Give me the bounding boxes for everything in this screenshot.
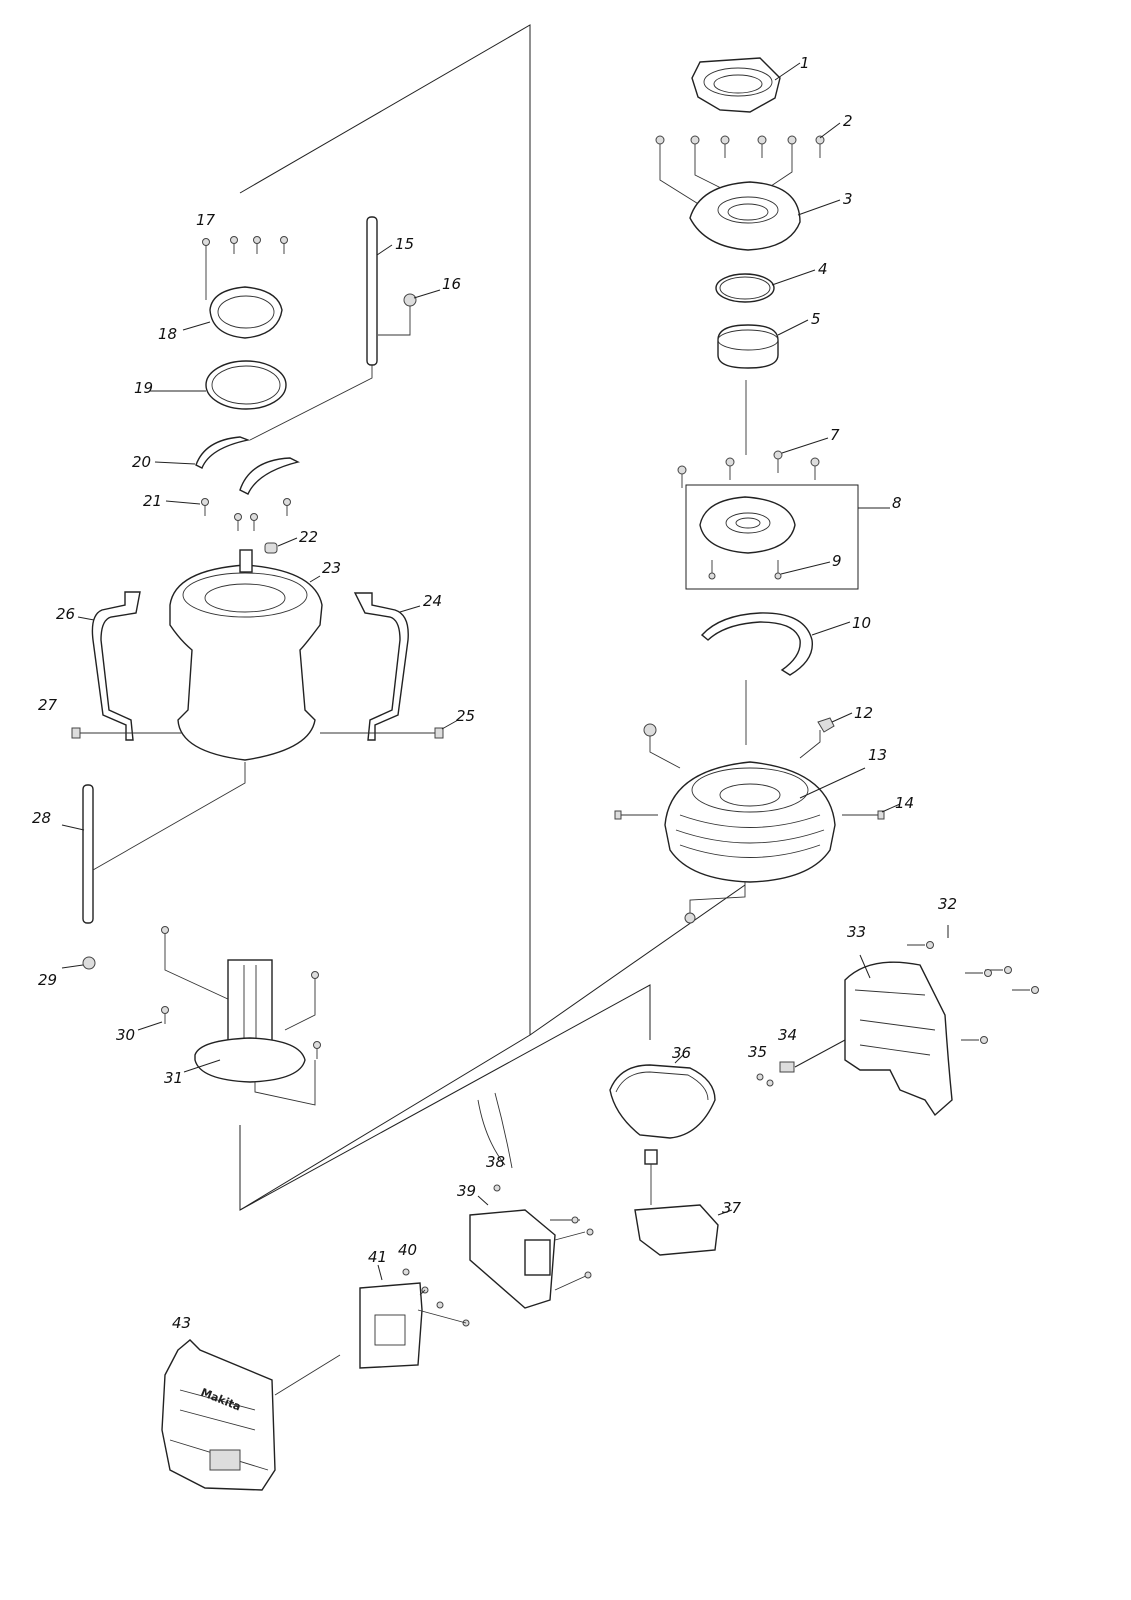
part-1-cover — [691, 57, 801, 113]
part-38-screw — [493, 1184, 501, 1192]
part-label-23: 23 — [322, 559, 341, 577]
part-label-10: 10 — [852, 614, 871, 632]
part-8-assembly-box — [685, 484, 890, 590]
part-37-switch-module — [634, 1149, 733, 1256]
part-23-lamp-body — [169, 549, 323, 761]
part-label-38: 38 — [486, 1153, 505, 1171]
part-label-41: 41 — [368, 1248, 387, 1266]
assembly-guide-lines — [239, 24, 746, 1211]
part-label-2: 2 — [843, 112, 853, 130]
part-label-12: 12 — [854, 704, 873, 722]
part-label-37: 37 — [722, 1199, 742, 1217]
part-17-screws — [202, 236, 288, 300]
part-22-plug — [264, 537, 298, 554]
part-14-side-screws — [614, 803, 901, 820]
part-label-16: 16 — [442, 275, 461, 293]
part-30-screws — [137, 926, 321, 1059]
part-9-pins — [708, 560, 831, 580]
part-label-8: 8 — [892, 494, 902, 512]
part-labels: 1 2 3 4 5 7 8 9 10 12 13 14 15 16 17 18 … — [32, 54, 957, 1332]
part-label-39: 39 — [457, 1182, 476, 1200]
part-label-4: 4 — [818, 260, 828, 278]
part-label-26: 26 — [56, 605, 75, 623]
part-34-bracket — [779, 1039, 846, 1073]
part-label-29: 29 — [38, 971, 57, 989]
part-2-screws — [655, 122, 841, 206]
part-25-27-side-screws — [71, 719, 459, 739]
part-label-21: 21 — [143, 492, 162, 510]
part-label-3: 3 — [843, 190, 853, 208]
part-19-ring-gasket — [150, 360, 287, 410]
part-label-14: 14 — [895, 794, 914, 812]
part-label-17: 17 — [196, 211, 216, 229]
part-5-lens — [717, 319, 809, 369]
part-33-rear-housing — [844, 954, 953, 1117]
part-label-40: 40 — [398, 1241, 417, 1259]
part-15-rod — [249, 216, 393, 441]
part-29-screw — [61, 956, 96, 970]
part-41-control-panel — [359, 1264, 423, 1369]
part-39-pcb-module — [469, 1092, 594, 1309]
part-43-front-cover — [161, 1339, 341, 1491]
bottom-screw-13 — [684, 882, 746, 924]
part-label-34: 34 — [778, 1026, 797, 1044]
part-24-handle-right — [353, 592, 421, 741]
part-label-7: 7 — [830, 426, 840, 444]
part-4-o-ring — [715, 269, 816, 303]
part-label-15: 15 — [395, 235, 414, 253]
part-label-33: 33 — [847, 923, 866, 941]
part-label-28: 28 — [32, 809, 51, 827]
part-12-knobs — [643, 712, 853, 769]
part-28-rod — [61, 762, 246, 924]
part-20-clips — [154, 436, 301, 495]
part-21-screws — [165, 498, 291, 531]
part-label-13: 13 — [868, 746, 887, 764]
part-7-screws — [677, 437, 829, 488]
part-26-handle-left — [77, 591, 141, 741]
part-label-35: 35 — [748, 1043, 767, 1061]
part-10-handle-strap — [700, 612, 851, 676]
part-label-24: 24 — [423, 592, 442, 610]
part-label-31: 31 — [164, 1069, 183, 1087]
part-label-32: 32 — [938, 895, 957, 913]
part-label-22: 22 — [299, 528, 318, 546]
part-label-30: 30 — [116, 1026, 135, 1044]
part-label-27: 27 — [38, 696, 58, 714]
part-label-5: 5 — [811, 310, 821, 328]
part-18-reflector-cap — [182, 286, 283, 339]
part-36-gasket — [609, 1054, 716, 1139]
part-31-led-column — [183, 959, 316, 1106]
part-3-housing-ring — [689, 181, 841, 251]
part-13-base-housing — [664, 761, 866, 883]
part-label-9: 9 — [832, 552, 842, 570]
part-label-20: 20 — [132, 453, 151, 471]
part-label-18: 18 — [158, 325, 177, 343]
part-label-19: 19 — [134, 379, 153, 397]
part-label-36: 36 — [672, 1044, 691, 1062]
part-label-25: 25 — [456, 707, 475, 725]
part-label-1: 1 — [800, 54, 810, 72]
part-16-screw — [378, 289, 441, 336]
part-35-screws — [756, 1073, 774, 1087]
part-32-screws — [907, 925, 1039, 1044]
part-label-43: 43 — [172, 1314, 191, 1332]
part-40-screws — [402, 1268, 470, 1327]
